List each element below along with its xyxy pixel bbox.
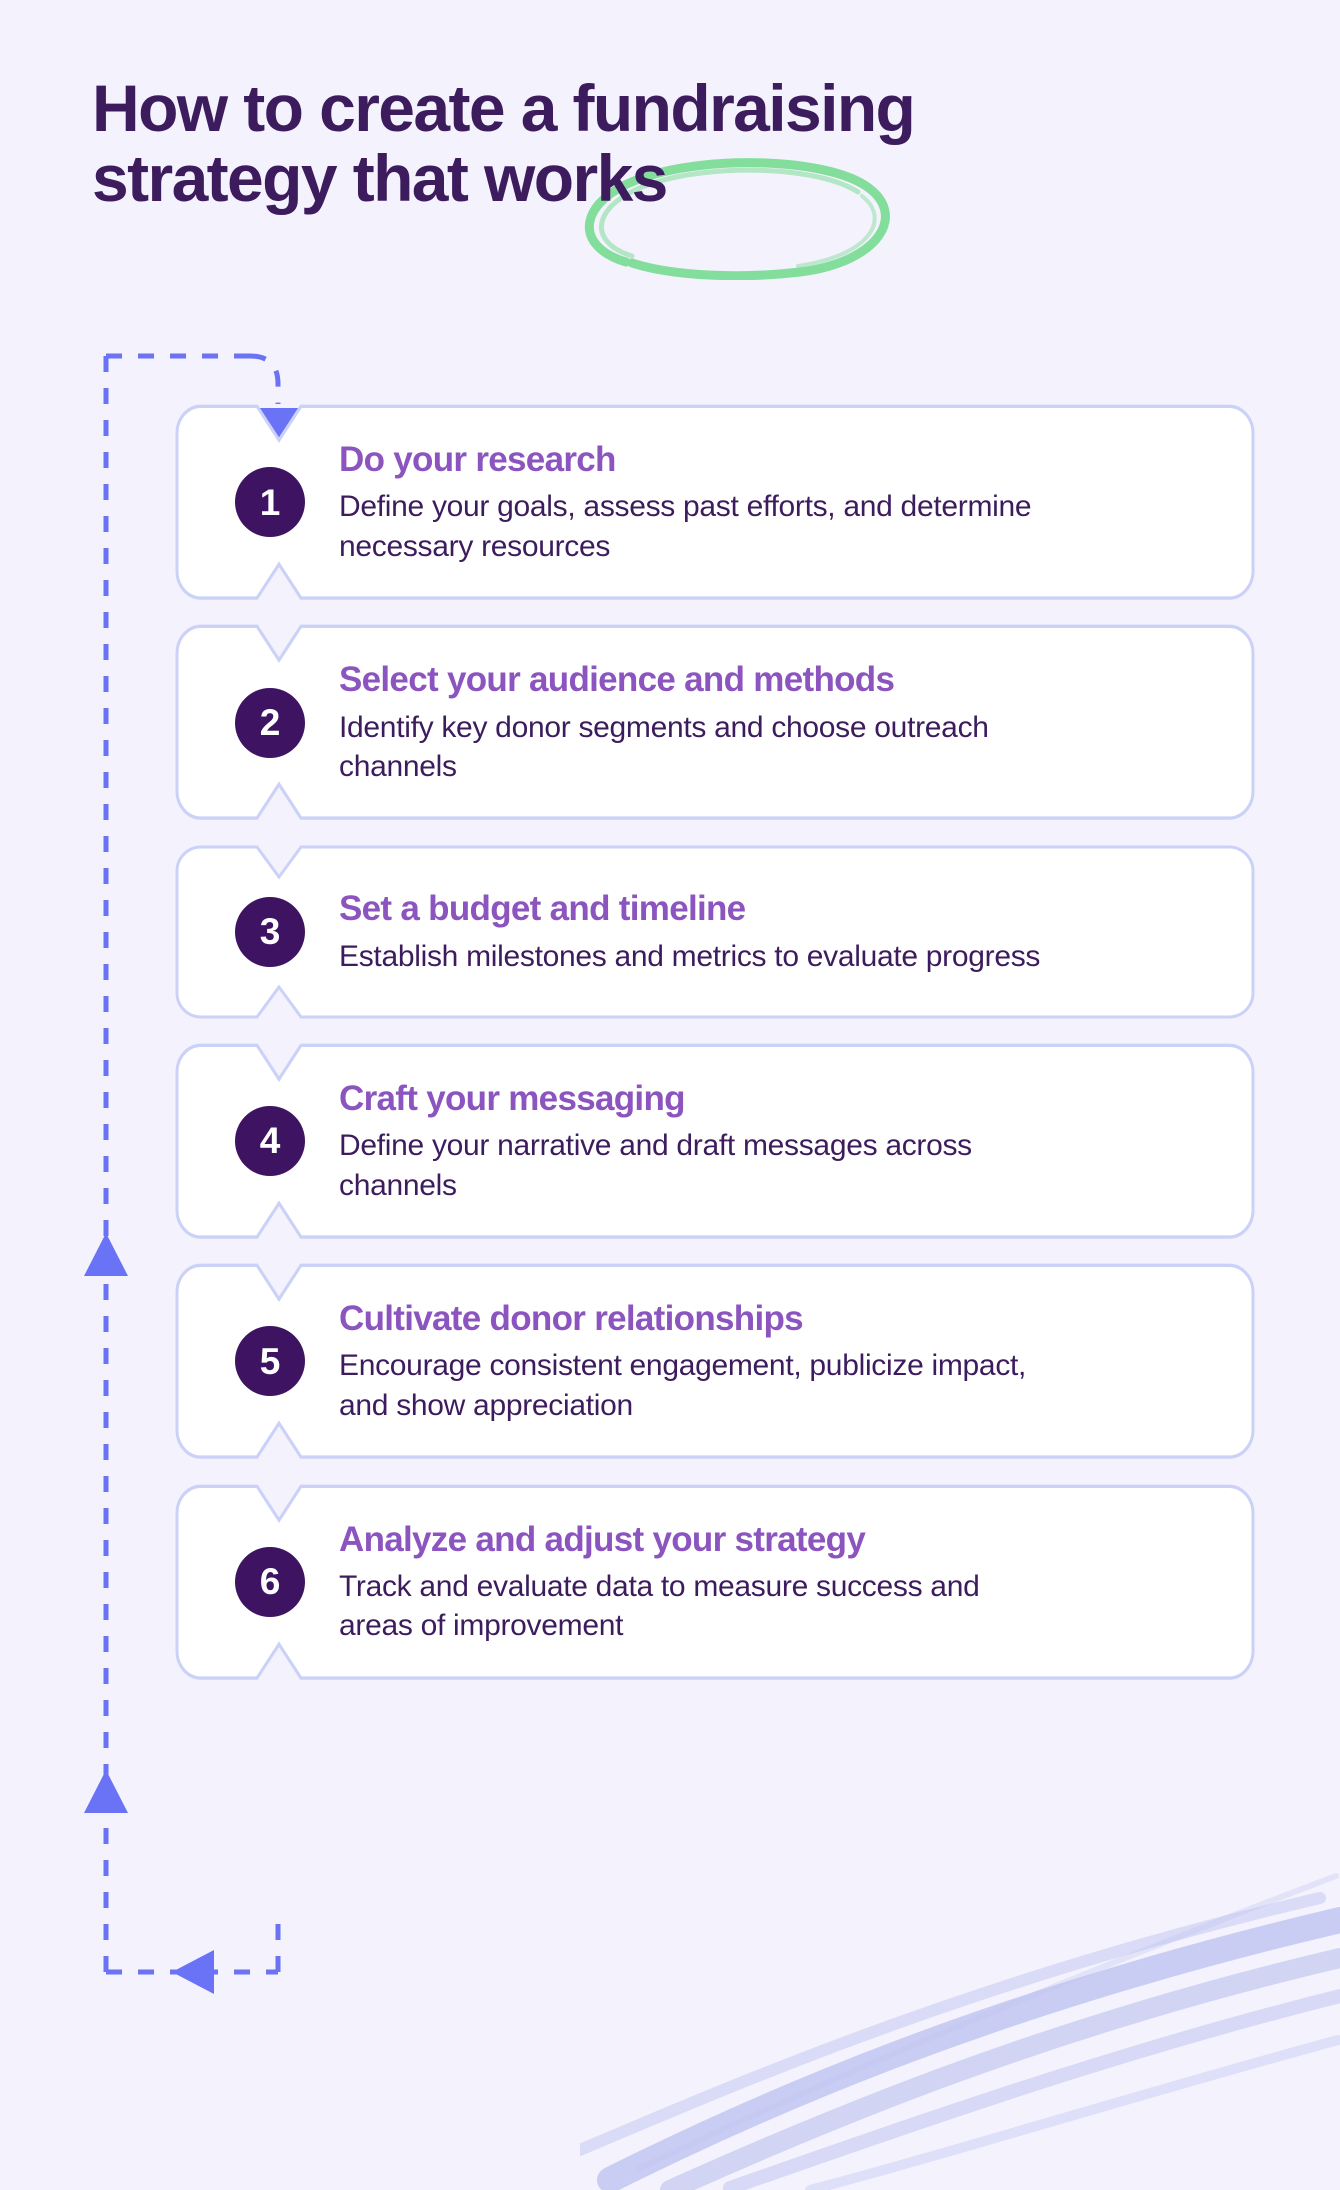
brush-stroke-decoration <box>580 1873 1340 2190</box>
step-description: Define your narrative and draft messages… <box>339 1128 972 1202</box>
page-title: How to create a fundraising strategy tha… <box>92 71 1212 280</box>
step-number-badge: 4 <box>235 1105 305 1176</box>
steps-list: 1 Do your research Define your goals, as… <box>175 404 1255 1680</box>
step-text-block: Analyze and adjust your strategy Track a… <box>339 1518 1215 1646</box>
step-text-block: Cultivate donor relationships Encourage … <box>339 1297 1215 1425</box>
arrow-left-icon <box>172 1950 214 1994</box>
step-description: Encourage consistent engagement, publici… <box>339 1349 1027 1422</box>
step-number-badge: 2 <box>235 687 305 758</box>
step-number-badge: 6 <box>235 1546 305 1617</box>
step-card-5[interactable]: 5 Cultivate donor relationships Encourag… <box>175 1263 1255 1459</box>
step-description: Track and evaluate data to measure succe… <box>339 1569 980 1643</box>
step-text-block: Do your research Define your goals, asse… <box>339 438 1215 566</box>
title-line-2: strategy that works <box>92 140 668 215</box>
step-description: Define your goals, assess past efforts, … <box>339 490 1032 563</box>
step-card-3[interactable]: 3 Set a budget and timeline Establish mi… <box>175 845 1255 1019</box>
step-card-2[interactable]: 2 Select your audience and methods Ident… <box>175 624 1255 821</box>
arrow-up-icon-1 <box>84 1233 128 1276</box>
step-title: Set a budget and timeline <box>339 889 746 929</box>
step-description: Identify key donor segments and choose o… <box>339 710 989 784</box>
step-text-block: Set a budget and timeline Establish mile… <box>339 887 1215 976</box>
step-text-block: Select your audience and methods Identif… <box>339 658 1215 786</box>
step-title: Select your audience and methods <box>339 660 895 700</box>
step-number-badge: 5 <box>235 1326 305 1397</box>
title-text: How to create a fundraising strategy tha… <box>92 71 1212 215</box>
step-description: Establish milestones and metrics to eval… <box>339 939 1041 973</box>
arrow-up-icon-2 <box>84 1770 128 1813</box>
title-line-1: How to create a fundraising <box>92 71 916 145</box>
step-text-block: Craft your messaging Define your narrati… <box>339 1077 1215 1205</box>
step-number-badge: 3 <box>235 896 305 967</box>
step-card-1[interactable]: 1 Do your research Define your goals, as… <box>175 404 1255 600</box>
step-title: Cultivate donor relationships <box>339 1299 804 1339</box>
step-card-6[interactable]: 6 Analyze and adjust your strategy Track… <box>175 1484 1255 1680</box>
step-title: Do your research <box>339 440 616 479</box>
step-title: Analyze and adjust your strategy <box>339 1519 866 1559</box>
step-title: Craft your messaging <box>339 1078 686 1118</box>
step-card-4[interactable]: 4 Craft your messaging Define your narra… <box>175 1043 1255 1239</box>
step-number-badge: 1 <box>235 467 305 538</box>
